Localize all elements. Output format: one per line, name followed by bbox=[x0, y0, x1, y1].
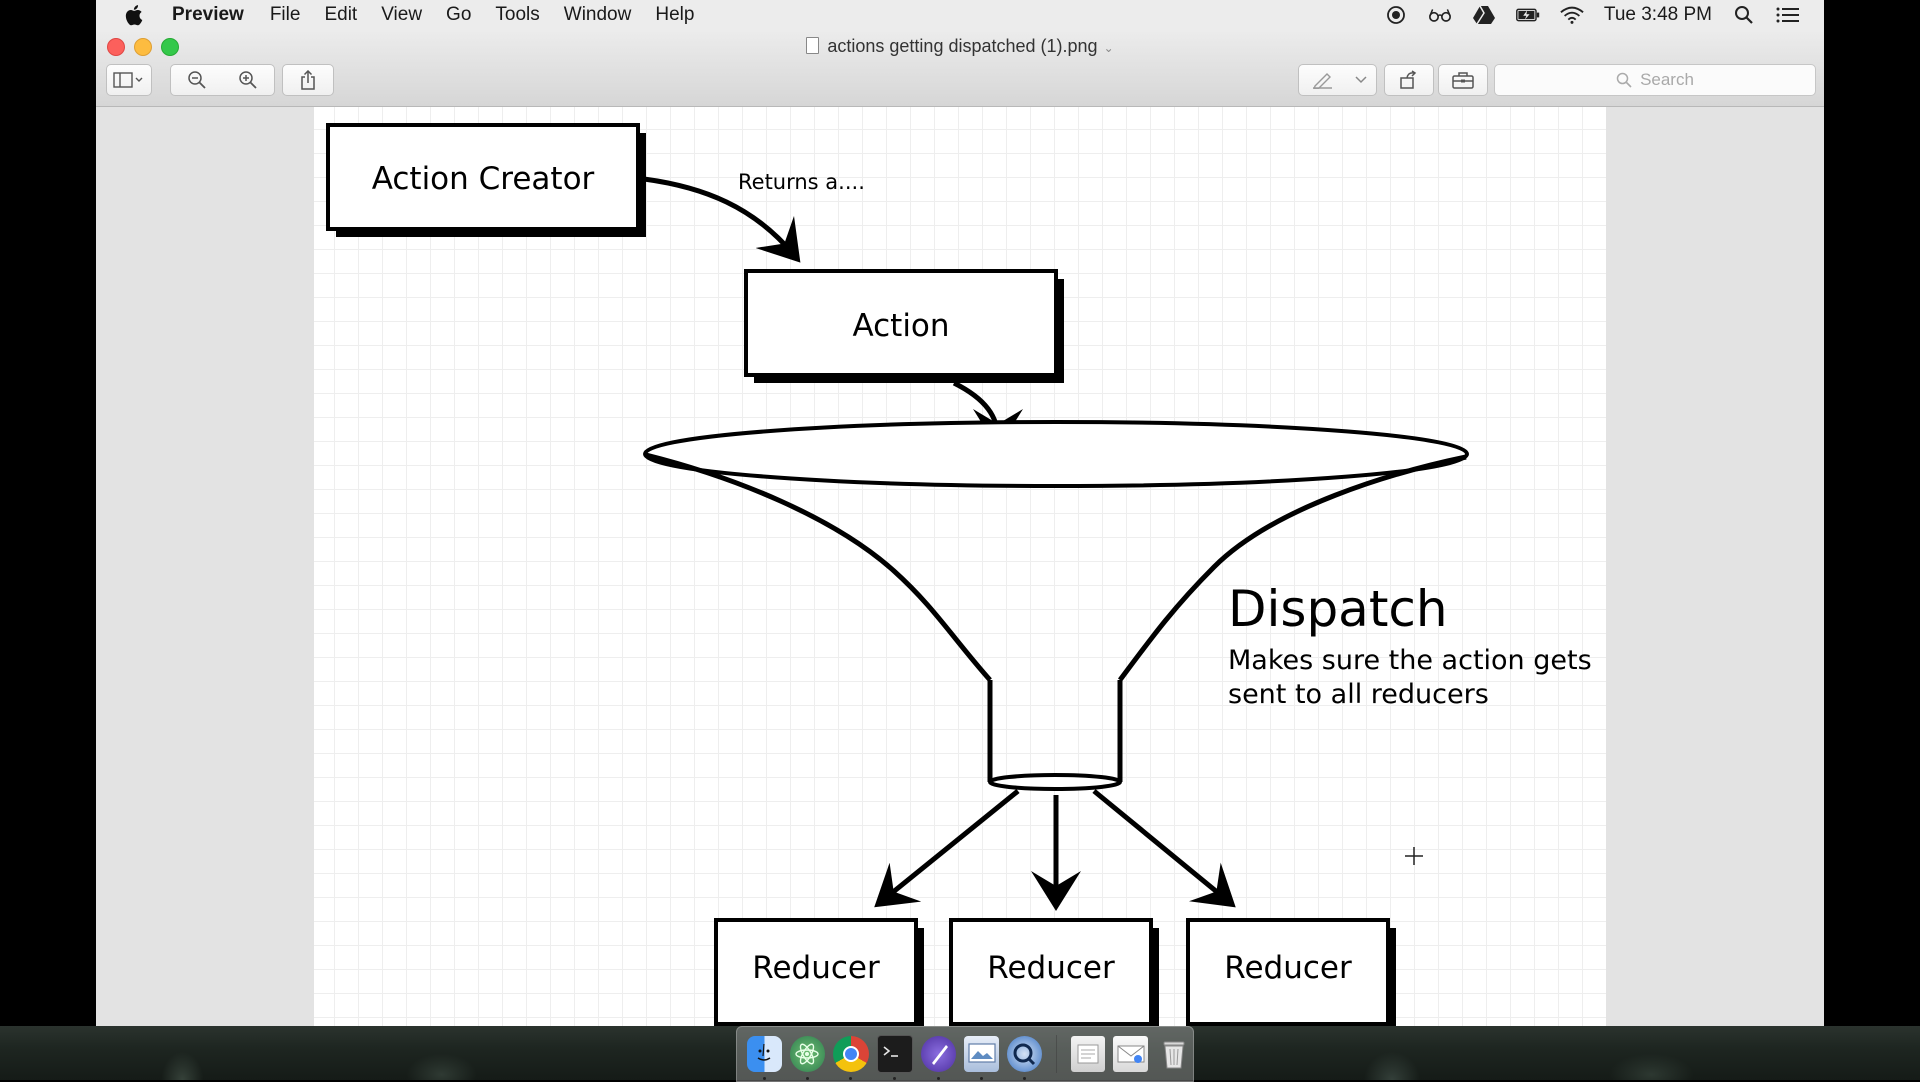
quicktime-icon[interactable] bbox=[1006, 1036, 1042, 1080]
glasses-icon[interactable] bbox=[1428, 4, 1452, 26]
dock-separator bbox=[1055, 1035, 1057, 1073]
returns-arrow bbox=[643, 176, 801, 263]
dispatch-description-line1: Makes sure the action gets bbox=[1228, 645, 1592, 676]
trash-icon[interactable] bbox=[1156, 1036, 1191, 1072]
desktop-wallpaper bbox=[96, 1026, 1824, 1080]
dispatch-description-line2: sent to all reducers bbox=[1228, 679, 1489, 710]
title-chevron-down-icon[interactable]: ⌄ bbox=[1103, 41, 1114, 55]
zoom-out-button[interactable] bbox=[170, 64, 224, 96]
menu-app-name[interactable]: Preview bbox=[172, 4, 244, 25]
reducer-box-3: Reducer bbox=[1186, 918, 1396, 1026]
document-image: Action Creator Returns a.... Action bbox=[314, 107, 1606, 1026]
finder-icon[interactable] bbox=[747, 1036, 782, 1080]
dispatch-title: Dispatch bbox=[1228, 580, 1448, 638]
reducer-box-2: Reducer bbox=[949, 918, 1159, 1026]
rotate-icon bbox=[1400, 70, 1417, 89]
menu-edit[interactable]: Edit bbox=[324, 4, 358, 25]
search-icon bbox=[1616, 72, 1632, 88]
close-window-button[interactable] bbox=[107, 38, 125, 56]
mail-icon[interactable] bbox=[1113, 1036, 1149, 1072]
menu-go[interactable]: Go bbox=[446, 4, 472, 25]
rotate-button[interactable] bbox=[1384, 64, 1434, 96]
zoom-in-icon bbox=[239, 71, 257, 89]
atom-icon[interactable] bbox=[789, 1036, 825, 1080]
pen-icon bbox=[1313, 73, 1332, 89]
dock bbox=[736, 1026, 1194, 1082]
record-icon[interactable] bbox=[1384, 4, 1408, 26]
menu-window[interactable]: Window bbox=[563, 4, 632, 25]
menu-help[interactable]: Help bbox=[655, 4, 695, 25]
drive-icon[interactable] bbox=[1472, 4, 1496, 26]
menu-view[interactable]: View bbox=[381, 4, 423, 25]
menu-tools[interactable]: Tools bbox=[495, 4, 540, 25]
apple-menu-icon[interactable] bbox=[124, 3, 146, 27]
spotlight-search-icon[interactable] bbox=[1732, 4, 1756, 26]
menubar-clock[interactable]: Tue 3:48 PM bbox=[1603, 4, 1712, 25]
window-titlebar: actions getting dispatched (1).png ⌄ bbox=[96, 30, 1824, 107]
documents-icon[interactable] bbox=[1070, 1036, 1106, 1072]
action-creator-label: Action Creator bbox=[372, 161, 595, 197]
preview-window: actions getting dispatched (1).png ⌄ bbox=[96, 30, 1824, 1026]
markup-dropdown-button[interactable] bbox=[1346, 64, 1377, 96]
quill-icon[interactable] bbox=[921, 1036, 957, 1080]
notification-center-icon[interactable] bbox=[1776, 4, 1800, 26]
redux-dispatch-diagram: Action Creator Returns a.... Action bbox=[326, 123, 1592, 1026]
wifi-icon[interactable] bbox=[1560, 4, 1584, 26]
toolbox-button[interactable] bbox=[1438, 64, 1488, 96]
minimize-window-button[interactable] bbox=[134, 38, 152, 56]
markup-button[interactable] bbox=[1298, 64, 1348, 96]
reducer-label-3: Reducer bbox=[1224, 950, 1352, 986]
returns-label: Returns a.... bbox=[738, 170, 865, 194]
reducer-box-1: Reducer bbox=[714, 918, 924, 1026]
search-field[interactable]: Search bbox=[1494, 64, 1816, 96]
preview-icon[interactable] bbox=[964, 1036, 999, 1080]
battery-icon[interactable] bbox=[1516, 4, 1540, 26]
desktop-background bbox=[0, 1026, 1920, 1080]
maximize-window-button[interactable] bbox=[161, 38, 179, 56]
crosshair-cursor-icon bbox=[1405, 847, 1423, 865]
arrow-to-reducer-1 bbox=[874, 789, 1020, 908]
share-icon bbox=[301, 70, 315, 90]
document-title[interactable]: actions getting dispatched (1).png ⌄ bbox=[96, 36, 1824, 57]
reducer-label-1: Reducer bbox=[752, 950, 880, 986]
document-file-icon bbox=[806, 37, 820, 54]
document-title-text: actions getting dispatched (1).png bbox=[827, 36, 1098, 56]
sidebar-icon bbox=[113, 72, 143, 88]
reducer-label-2: Reducer bbox=[987, 950, 1115, 986]
zoom-in-button[interactable] bbox=[222, 64, 275, 96]
action-creator-box: Action Creator bbox=[326, 123, 646, 237]
search-placeholder: Search bbox=[1640, 70, 1694, 89]
share-button[interactable] bbox=[282, 64, 334, 96]
chrome-icon[interactable] bbox=[832, 1036, 869, 1080]
action-label: Action bbox=[852, 308, 949, 344]
action-box: Action bbox=[744, 269, 1064, 383]
menu-file[interactable]: File bbox=[269, 4, 301, 25]
document-viewport[interactable]: Action Creator Returns a.... Action bbox=[96, 107, 1824, 1026]
sidebar-toggle-button[interactable] bbox=[106, 64, 152, 96]
dispatch-funnel bbox=[643, 420, 1469, 791]
chevron-down-icon bbox=[1355, 76, 1367, 84]
zoom-out-icon bbox=[188, 71, 206, 89]
menu-bar: Preview File Edit View Go Tools Window H… bbox=[96, 0, 1824, 31]
toolbox-icon bbox=[1452, 72, 1474, 89]
arrow-to-reducer-3 bbox=[1092, 789, 1236, 908]
terminal-icon[interactable] bbox=[876, 1035, 914, 1080]
